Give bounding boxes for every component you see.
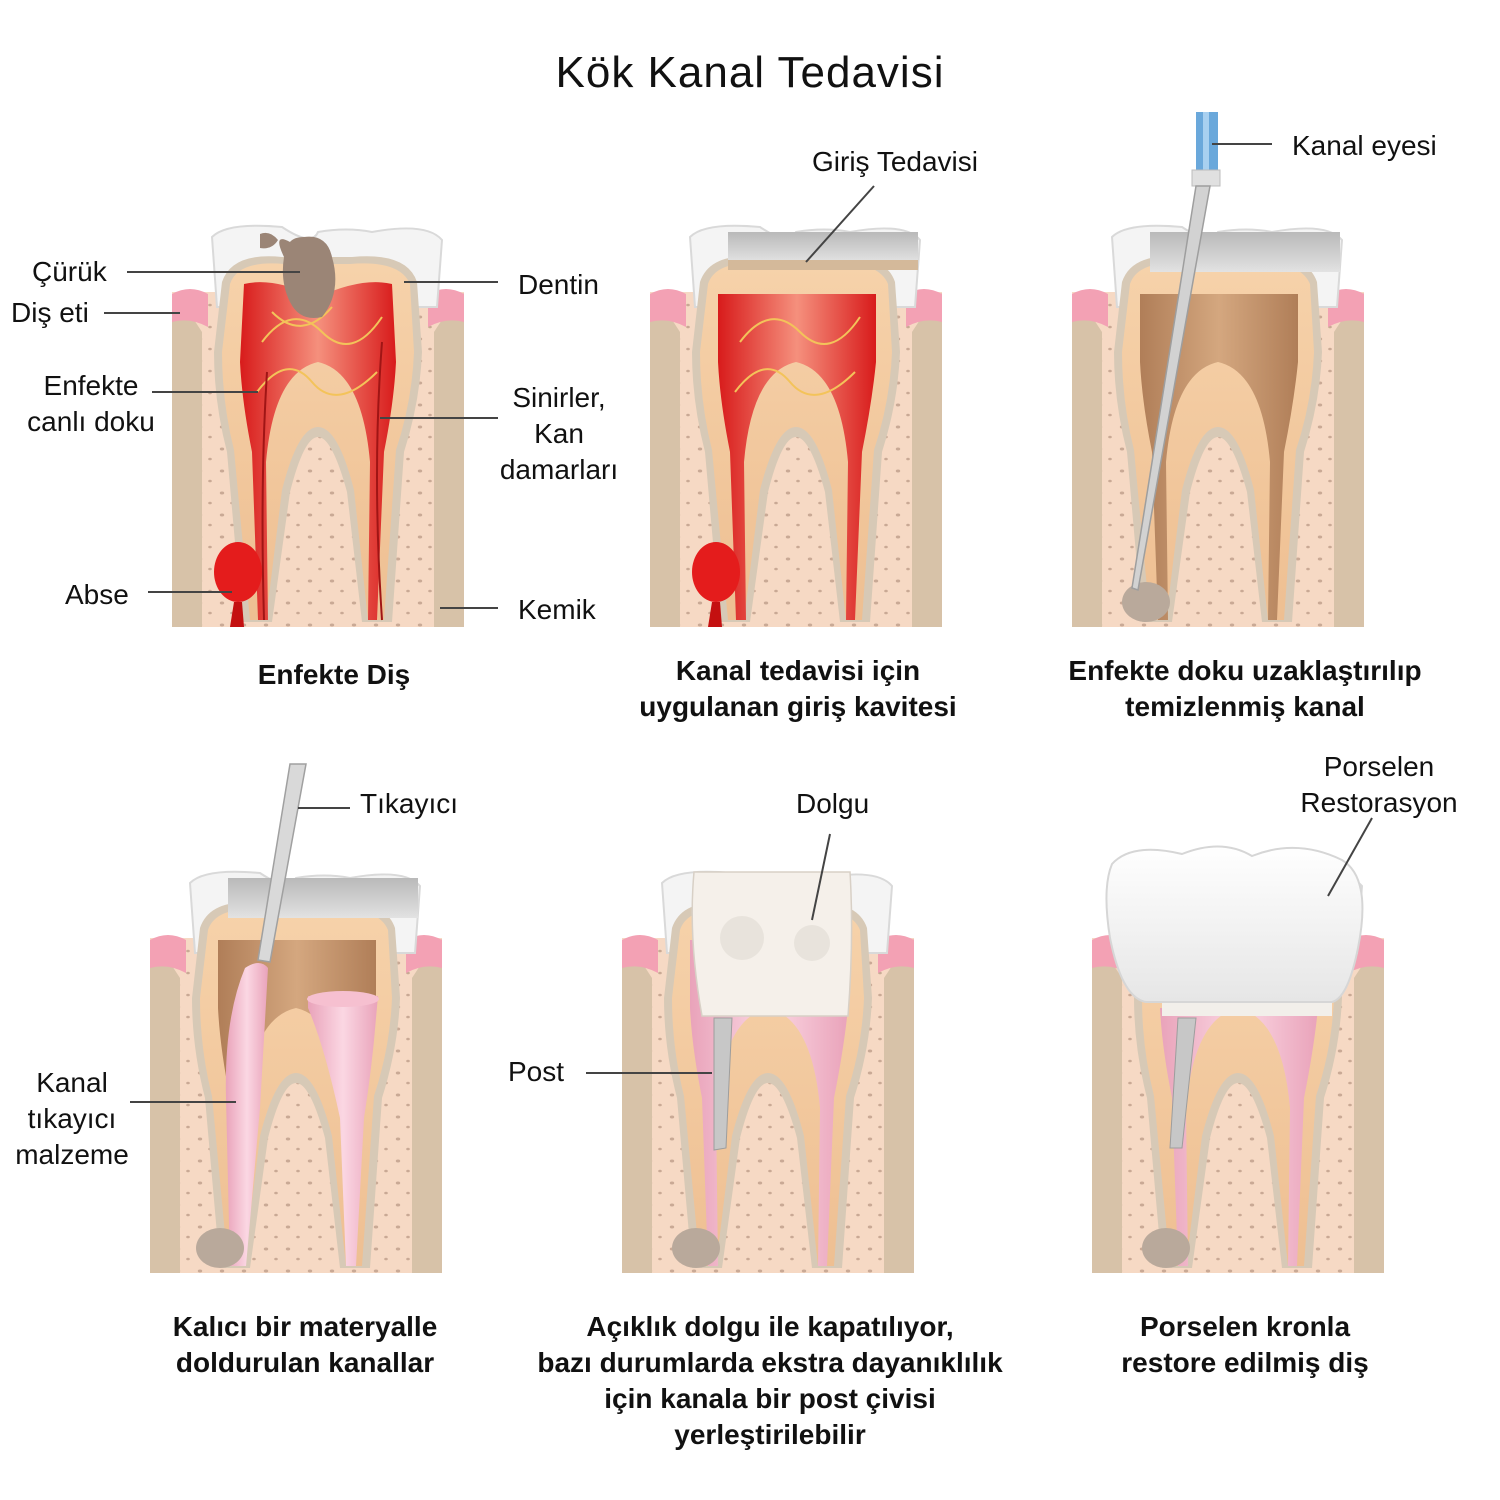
label-dentin: Dentin [518,269,599,300]
tooth-infected [171,224,465,628]
tooth-filled-canals [149,870,443,1274]
canal-file-instrument [1131,112,1221,591]
label-filling: Dolgu [796,788,870,819]
label-access: Giriş Tedavisi [812,146,978,177]
label-gum: Diş eti [11,297,89,328]
caption-step-1: Enfekte Diş [257,659,411,690]
tooth-cleaned-canal [1071,224,1365,628]
obturator-instrument [257,763,307,963]
label-post: Post [508,1056,565,1087]
label-canal-file: Kanal eyesi [1292,130,1437,161]
tooth-filling-post [621,870,915,1274]
label-caries: Çürük [32,256,107,287]
page-title: Kök Kanal Tedavisi [555,48,945,97]
caption-step-5: Açıklık dolgu ile kapatılıyor,bazı durum… [537,1311,1003,1450]
tooth-porcelain-crown [1091,845,1385,1274]
leader-lines [104,143,1373,1103]
label-obturator: Tıkayıcı [360,788,459,819]
tooth-access-cavity [649,224,943,628]
label-bone: Kemik [518,594,596,625]
label-abscess: Abse [65,579,129,610]
